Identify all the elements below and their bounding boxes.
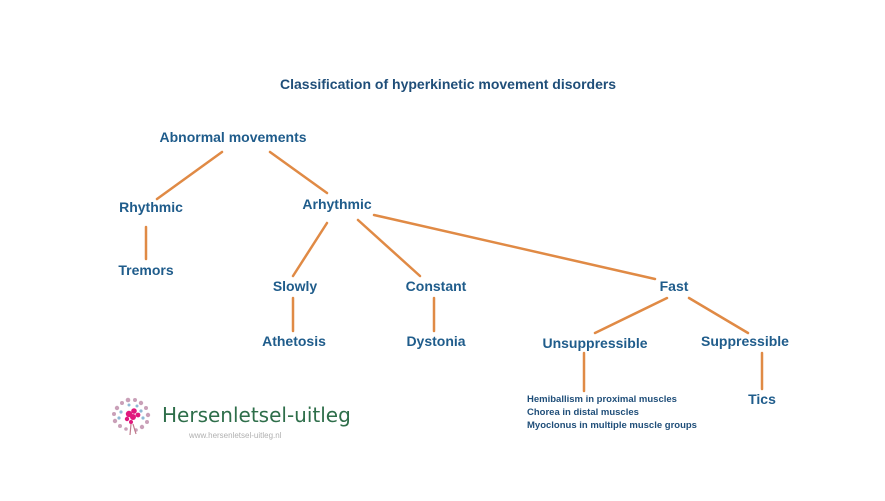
brand-name: Hersenletsel-uitleg (162, 403, 351, 427)
node-unsuppressible: Unsuppressible (542, 335, 648, 351)
node-suppressible: Suppressible (701, 333, 789, 349)
detail-item: Myoclonus in multiple muscle groups (527, 420, 697, 431)
detail-item: Chorea in distal muscles (527, 407, 639, 418)
node-slowly: Slowly (272, 278, 318, 294)
edge-arhythmic-fast (372, 213, 657, 281)
node-abnormal-movements: Abnormal movements (159, 129, 307, 145)
edge-arhythmic-slowly (291, 221, 329, 278)
node-fast: Fast (659, 278, 689, 294)
node-tremors: Tremors (118, 262, 174, 278)
node-athetosis: Athetosis (262, 333, 326, 349)
edge-arhythmic-constant (356, 218, 422, 278)
diagram-title: Classification of hyperkinetic movement … (280, 76, 617, 92)
edge-abnormal-arhythmic (268, 150, 329, 195)
edge-abnormal-rhythmic (155, 150, 224, 201)
brand-url: www.hersenletsel-uitleg.nl (189, 431, 282, 440)
node-arhythmic: Arhythmic (302, 196, 372, 212)
edge-fast-unsuppressible (593, 296, 669, 335)
node-tics: Tics (748, 391, 776, 407)
node-rhythmic: Rhythmic (119, 199, 183, 215)
node-constant: Constant (405, 278, 467, 294)
unsuppressible-detail-list: Hemiballism in proximal muscles Chorea i… (527, 393, 697, 432)
brand-logo: Hersenletsel-uitleg www.hersenletsel-uit… (107, 394, 351, 444)
brain-logo-icon (112, 397, 151, 436)
node-dystonia: Dystonia (406, 333, 466, 349)
detail-item: Hemiballism in proximal muscles (527, 394, 677, 405)
edge-fast-suppressible (687, 296, 750, 335)
